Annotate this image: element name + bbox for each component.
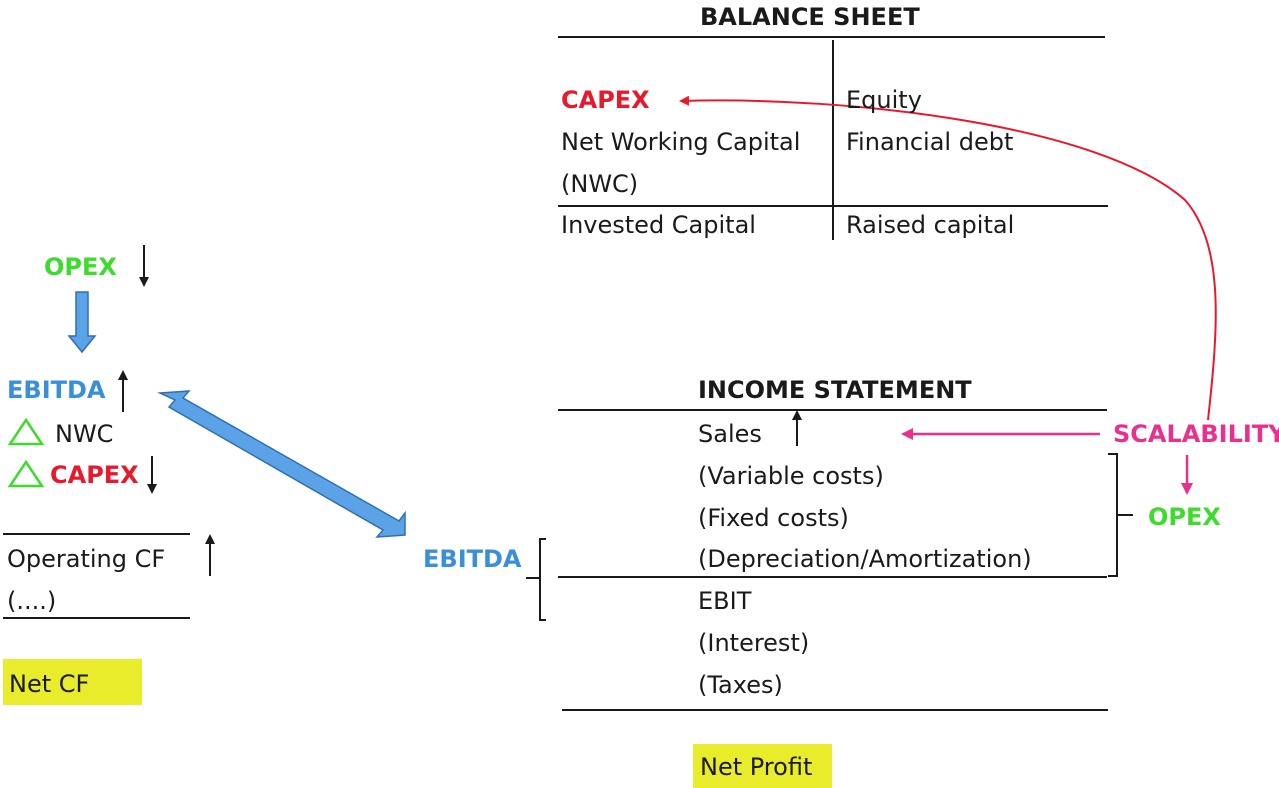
delta-nwc-triangle bbox=[7, 417, 45, 446]
delta-capex-triangle bbox=[7, 459, 45, 488]
is-depreciation: (Depreciation/Amortization) bbox=[698, 545, 1032, 573]
net-cf-highlight bbox=[3, 659, 142, 705]
is-variable-costs: (Variable costs) bbox=[698, 462, 884, 490]
is-ebitda-label: EBITDA bbox=[423, 545, 522, 573]
bs-capex-label: CAPEX bbox=[561, 86, 650, 114]
opex-to-ebitda-block-arrow bbox=[67, 291, 97, 354]
scalability-opex-label: OPEX bbox=[1148, 503, 1221, 531]
cf-operating-cf: Operating CF bbox=[7, 545, 166, 573]
cf-ellipsis: (....) bbox=[7, 587, 57, 615]
bs-nwc-abbr: (NWC) bbox=[561, 170, 639, 198]
cf-delta-capex-label: CAPEX bbox=[50, 461, 139, 489]
bs-raised-capital: Raised capital bbox=[846, 211, 1015, 239]
cf-net-cf: Net CF bbox=[9, 670, 90, 698]
scalability-label: SCALABILITY bbox=[1113, 420, 1279, 448]
ebitda-bracket bbox=[526, 538, 546, 621]
cf-delta-nwc-label: NWC bbox=[55, 420, 114, 448]
ebitda-link-double-arrow bbox=[157, 390, 406, 538]
cf-ebitda-label: EBITDA bbox=[7, 376, 106, 404]
balance-sheet-title: BALANCE SHEET bbox=[700, 3, 920, 31]
net-profit-highlight bbox=[693, 744, 832, 788]
is-fixed-costs: (Fixed costs) bbox=[698, 504, 849, 532]
bs-equity: Equity bbox=[846, 86, 922, 114]
is-sales: Sales bbox=[698, 420, 762, 448]
is-net-profit: Net Profit bbox=[700, 753, 813, 781]
opex-bracket bbox=[1108, 453, 1133, 577]
cf-opex-label: OPEX bbox=[44, 253, 117, 281]
bs-financial-debt: Financial debt bbox=[846, 128, 1014, 156]
bs-invested-capital: Invested Capital bbox=[561, 211, 756, 239]
is-ebit: EBIT bbox=[698, 587, 752, 615]
income-statement-title: INCOME STATEMENT bbox=[698, 376, 972, 404]
is-taxes: (Taxes) bbox=[698, 671, 783, 699]
is-interest: (Interest) bbox=[698, 629, 810, 657]
bs-nwc-label: Net Working Capital bbox=[561, 128, 801, 156]
scalability-to-capex-arrow bbox=[679, 95, 1217, 421]
